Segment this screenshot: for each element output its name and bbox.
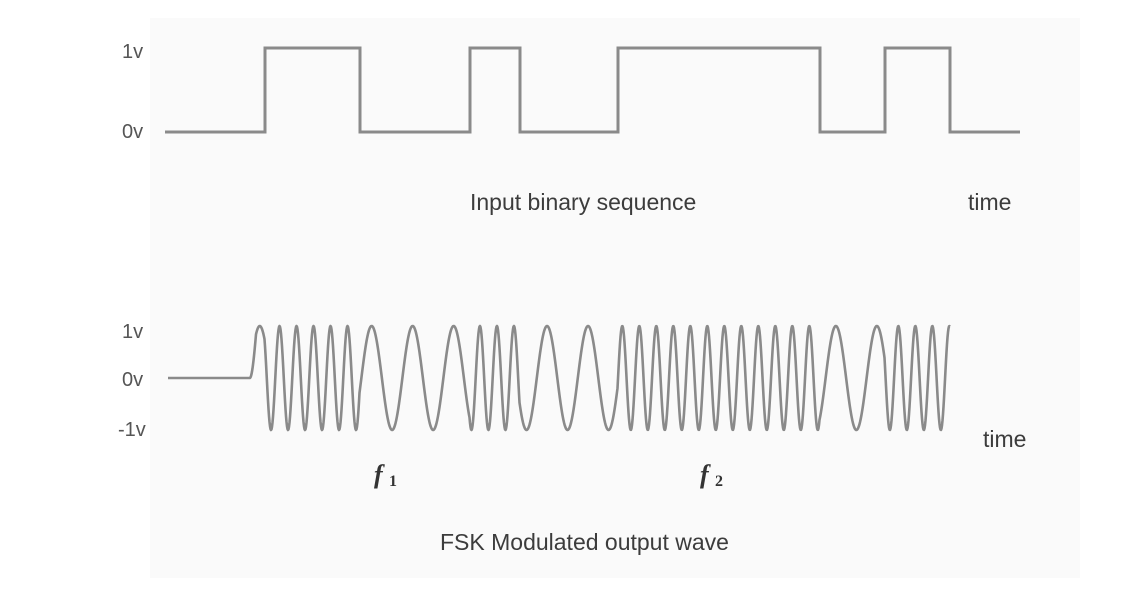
f1-symbol: f — [374, 460, 385, 489]
f2-symbol: f — [700, 460, 711, 489]
bottom-level-low-label: -1v — [118, 419, 146, 441]
binary-square-wave — [165, 46, 1020, 134]
fsk-output-caption: FSK Modulated output wave — [440, 529, 729, 555]
bottom-level-zero-label: 0v — [122, 369, 143, 391]
top-level-high-label: 1v — [122, 41, 143, 63]
input-sequence-caption: Input binary sequence — [470, 189, 696, 215]
input-sequence-plot: 1v 0v Input binary sequence time — [122, 41, 1020, 215]
f2-subscript: 2 — [715, 473, 723, 490]
frequency-label-f2: f 2 — [700, 460, 723, 490]
fsk-output-plot: 1v 0v -1v f 1 f 2 FSK Modulated output w… — [118, 321, 1026, 555]
bottom-level-high-label: 1v — [122, 321, 143, 343]
fsk-modulated-wave — [168, 324, 951, 432]
bottom-time-axis-label: time — [983, 426, 1026, 452]
top-level-low-label: 0v — [122, 121, 143, 143]
top-time-axis-label: time — [968, 189, 1011, 215]
diagram-background — [150, 18, 1080, 578]
f1-subscript: 1 — [389, 473, 397, 490]
frequency-label-f1: f 1 — [374, 460, 397, 490]
